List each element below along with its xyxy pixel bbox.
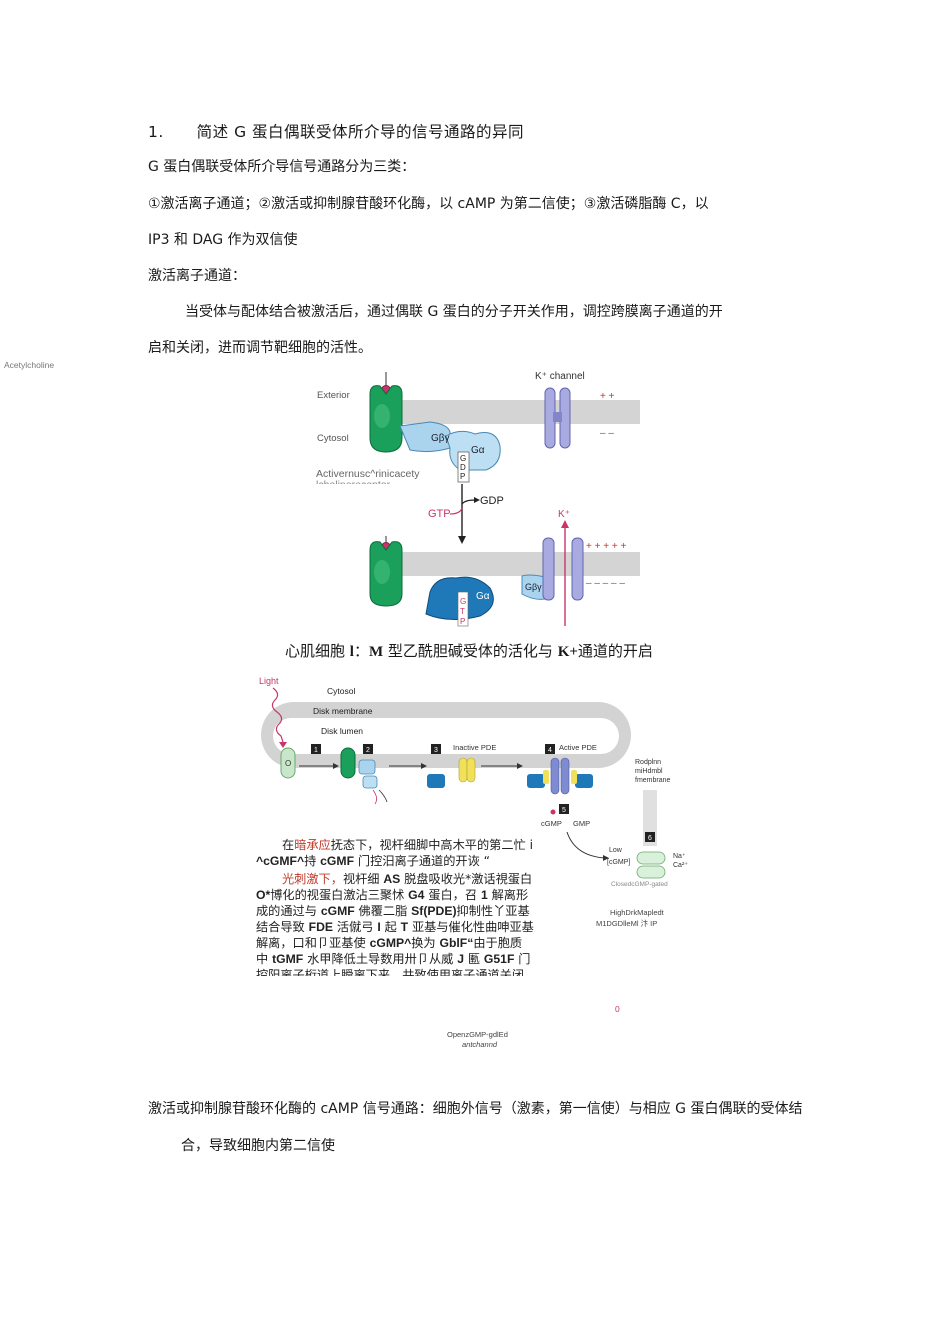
step-2: 2 — [366, 747, 370, 754]
gdp-letter-d: D — [460, 463, 466, 472]
heading-number: 1. — [148, 123, 164, 141]
gtp-label: GTP — [428, 508, 451, 520]
cytosol-label-2: Cytosol — [327, 686, 355, 696]
low-label-2: [cGMP] — [607, 859, 630, 866]
figure-m-receptor-k-channel: Gβγ Gα G D P Exterior Cytosol K⁺ channel… — [310, 371, 640, 627]
acetylcholine-label: Acetylcholine — [4, 360, 55, 370]
receptor-label-1: Activernusc^rinicacety — [316, 468, 420, 480]
overlay-line-6: 结合导致 FDE 活僦弓 I 起 T 亚基与催化性曲呻亚基 — [256, 920, 534, 934]
membrane-bottom — [380, 552, 640, 576]
rhodopsin-o-label: O — [285, 759, 291, 768]
gmp-label: GMP — [573, 819, 590, 828]
overlay-line-4: O*博化的视蛋白激沾三聚怵 G4 蛋白，召 1 解离形 — [256, 888, 529, 902]
paragraph-ion-channel-desc-cont: 启和关闭，进而调节靶细胞的活性。 — [148, 340, 372, 356]
rhodopsin-inactive — [280, 747, 296, 779]
step-5: 5 — [562, 807, 566, 814]
active-pde-label: Active PDE — [559, 743, 597, 752]
gtp-letter-g: G — [460, 597, 466, 606]
paragraph-camp: 激活或抑制腺苷酸环化酶的 cAMP 信号通路：细胞外信号（激素，第一信使）与相应… — [148, 1101, 803, 1117]
overlay-line-1: 在暗承应抚态下，视杆细脚中高木平的第二忙 i — [282, 838, 534, 852]
right-side-label-1: Rodplnn — [635, 759, 661, 766]
step-4: 4 — [548, 747, 552, 754]
gdp-label: GDP — [480, 495, 504, 507]
overlay-line-2: ^cGMF^持 cGMF 门控汨离子通道的开诙 “ — [256, 854, 490, 868]
k-plus-label: K⁺ — [558, 509, 570, 520]
pde-inactive — [458, 757, 468, 783]
paragraph-ip3: IP3 和 DAG 作为双信使 — [148, 232, 298, 248]
low-label: Low — [609, 847, 623, 854]
g-beta-gamma-label: Gβγ — [431, 433, 450, 444]
high-label-2: M1DGDlleMl 汴 IP — [596, 919, 658, 928]
overlay-line-8: 中 tGMF 水甲降低土导数用卅卩从威 J 匭 G51F 门 — [256, 952, 531, 966]
overlay-line-3: 光刺激下，视杆细 AS 脱盘吸收光*激话視蛋白 — [282, 872, 533, 886]
cgmp-label: cGMP — [541, 819, 562, 828]
right-side-label-2: miHdmbl — [635, 768, 663, 775]
charges-bottom-pos: + + + + + — [586, 541, 626, 552]
na-label: Na⁺ — [673, 853, 686, 860]
pde-active — [550, 757, 560, 795]
exterior-label: Exterior — [317, 390, 350, 401]
paragraph-ion-channel-desc: 当受体与配体结合被激活后，通过偶联 G 蛋白的分子开关作用，调控跨膜离子通道的开 — [185, 304, 723, 320]
step-6: 6 — [648, 835, 652, 842]
cytosol-label: Cytosol — [317, 433, 349, 444]
overlay-line-7: 解离，口和卩亚基使 cGMP^换为 GblF“由于胞质 — [256, 936, 523, 950]
membrane-top — [380, 400, 640, 424]
light-label: Light — [259, 676, 279, 686]
gtp-letter-t: T — [460, 607, 465, 616]
gdp-letter-p: P — [460, 472, 465, 481]
inactive-pde-label: Inactive PDE — [453, 743, 496, 752]
charges-top-pos: + + — [600, 391, 615, 402]
section-heading: 1. 简述 G 蛋白偶联受体所介导的信号通路的异同 — [148, 120, 524, 142]
closed-channel-label: ClosedcGMP-gated — [611, 881, 668, 888]
rhodopsin-active — [340, 747, 356, 779]
overlay-line-9: 控阳离子桁道上瞬离下来，共致使用离子通道关闭 — [256, 968, 525, 976]
ca-label: Ca²⁺ — [673, 862, 688, 869]
heading-title: 简述 G 蛋白偶联受体所介导的信号通路的异同 — [196, 123, 525, 141]
step-3: 3 — [434, 747, 438, 754]
charges-top-neg: – – — [600, 428, 614, 439]
g-alpha-label: Gα — [471, 445, 485, 456]
gtp-letter-p: P — [460, 617, 465, 626]
cgmp-gated-channel-closed — [636, 851, 666, 865]
step-1: 1 — [314, 747, 318, 754]
overlay-line-5: 成的通过与 cGMF 佛覆二脂 Sf(PDE)抑制性丫亚基 — [256, 904, 530, 918]
overlay-text-block: 在暗承应抚态下，视杆细脚中高木平的第二忙 i ^cGMF^持 cGMF 门控汨离… — [254, 834, 542, 976]
figure-rod-cell-phototransduction: Light Cytosol Disk membrane Disk lumen O… — [259, 676, 688, 888]
paragraph-ion-channel-heading: 激活离子通道： — [148, 268, 246, 284]
disk-membrane-label: Disk membrane — [313, 706, 373, 716]
right-side-label-3: fmembrane — [635, 777, 671, 784]
paragraph-intro: G 蛋白偶联受体所介导信号通路分为三类： — [148, 159, 416, 175]
k-channel-label: K⁺ channel — [535, 371, 585, 382]
disk-lumen-label: Disk lumen — [321, 726, 363, 736]
open-label-1: OpenzGMP-gdlEd — [447, 1030, 508, 1039]
high-label-1: HighDrkMapledt — [610, 908, 664, 917]
charges-bottom-neg: – – – – – — [586, 578, 625, 589]
g-beta-gamma-active-label: Gβγ — [525, 582, 542, 592]
g-alpha-active-label: Gα — [476, 591, 490, 602]
paragraph-three-types: ①激活离子通道；②激活或抑制腺苷酸环化酶，以 cAMP 为第二信使；③激活磷脂酶… — [148, 196, 709, 212]
gdp-letter-g: G — [460, 454, 466, 463]
paragraph-camp-cont: 合，导致细胞内第二信使 — [181, 1138, 335, 1154]
figure1-caption: 心肌细胞 l：M 型乙酰胆碱受体的活化与 K+通道的开启 — [285, 642, 653, 660]
open-label-2: antchannd — [462, 1040, 498, 1049]
open-mark: 0 — [615, 1004, 620, 1014]
